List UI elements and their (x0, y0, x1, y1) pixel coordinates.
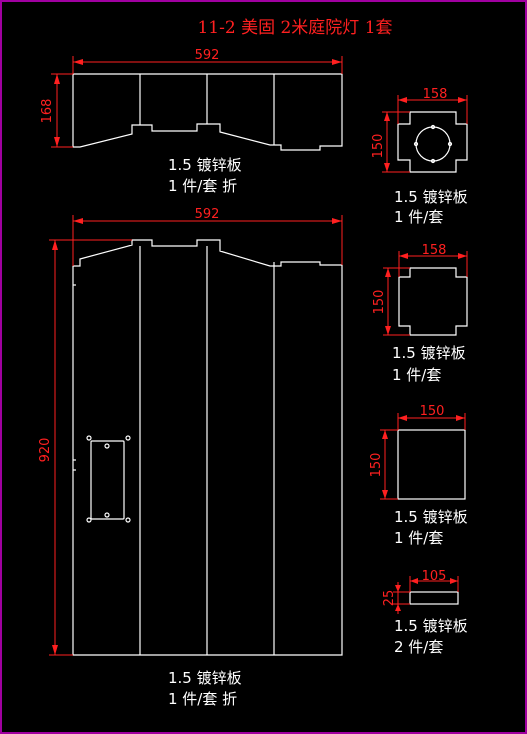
square-plate-material: 1.5 镀锌板 (394, 508, 468, 526)
cap-plate-material: 1.5 镀锌板 (394, 188, 468, 206)
strip-part: 105 25 1.5 镀锌板 2 件/套 (382, 569, 468, 656)
strip-material: 1.5 镀锌板 (394, 617, 468, 635)
square-plate: 150 150 1.5 镀锌板 1 件/套 (369, 404, 468, 547)
lamp-hole-icon (415, 126, 451, 162)
screw-hole-icon (86, 435, 92, 441)
screw-hole-icon (125, 435, 131, 441)
base-plate-outline (398, 267, 468, 336)
top-panel-height-label: 168 (40, 99, 55, 124)
screw-hole-icon (104, 443, 110, 449)
door-cutout (86, 435, 131, 523)
top-panel-qty: 1 件/套 折 (168, 177, 237, 195)
strip-outline (409, 591, 459, 605)
drawing-title: 11-2 美固 2米庭院灯 1套 (197, 18, 392, 38)
base-plate: 158 150 1.5 镀锌板 1 件/套 (372, 243, 468, 384)
screw-hole-icon (104, 512, 110, 518)
cap-plate-height-label: 150 (371, 134, 386, 159)
main-panel-width-label: 592 (195, 207, 220, 222)
strip-width-label: 105 (422, 569, 447, 584)
main-panel: 592 920 1.5 镀锌板 1 件/套 折 (38, 207, 343, 708)
main-panel-outline (72, 239, 343, 656)
screw-hole-icon (125, 517, 131, 523)
cap-plate: 158 150 1.5 镀锌板 1 件/套 (371, 87, 468, 226)
screw-hole-icon (86, 517, 92, 523)
main-panel-height-label: 920 (38, 438, 53, 463)
top-panel-outline (72, 73, 343, 151)
main-panel-material: 1.5 镀锌板 (168, 669, 242, 687)
top-panel-width-label: 592 (195, 48, 220, 63)
square-plate-height-label: 150 (369, 453, 384, 478)
cap-plate-width-label: 158 (423, 87, 448, 102)
square-plate-qty: 1 件/套 (394, 529, 443, 547)
top-panel-material: 1.5 镀锌板 (168, 156, 242, 174)
strip-qty: 2 件/套 (394, 638, 443, 656)
base-plate-qty: 1 件/套 (392, 366, 441, 384)
base-plate-material: 1.5 镀锌板 (392, 344, 466, 362)
main-panel-qty: 1 件/套 折 (168, 690, 237, 708)
base-plate-height-label: 150 (372, 290, 387, 315)
square-plate-width-label: 150 (420, 404, 445, 419)
cap-plate-qty: 1 件/套 (394, 208, 443, 226)
strip-height-label: 25 (382, 590, 397, 607)
top-panel: 592 168 1.5 镀锌板 1 件/套 折 (40, 48, 343, 195)
square-plate-outline (397, 429, 466, 500)
base-plate-width-label: 158 (422, 243, 447, 258)
